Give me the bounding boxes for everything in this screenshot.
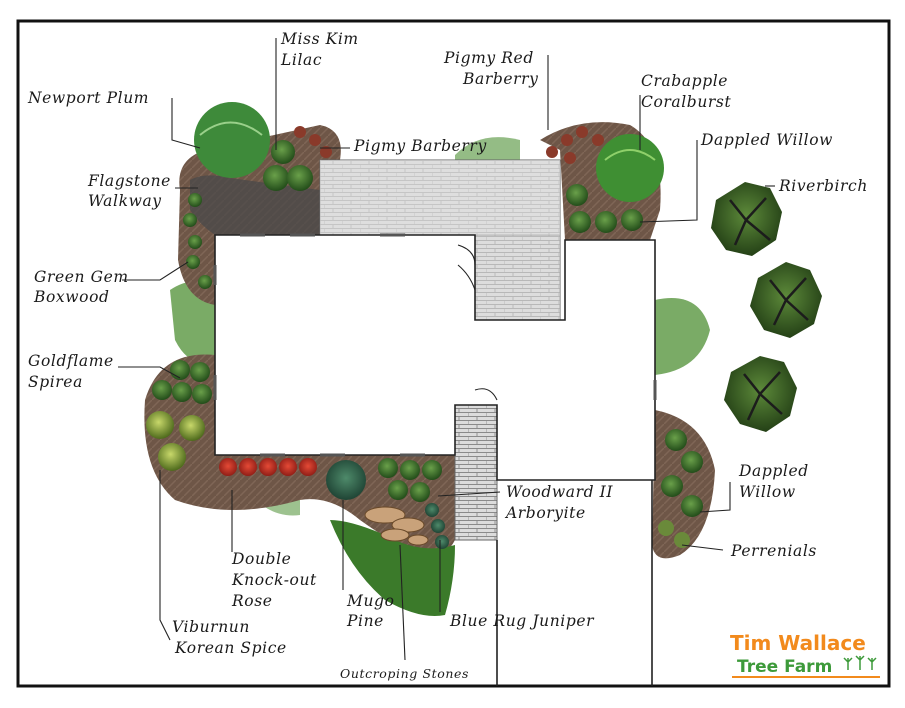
perennial-shrubs	[658, 520, 690, 548]
label-dappled-willow-top: Dappled Willow	[700, 131, 833, 149]
label-blue-rug-juniper: Blue Rug Juniper	[449, 612, 595, 630]
viburnum-shrubs	[146, 411, 205, 471]
brand-title: Tim Wallace	[730, 631, 866, 655]
brick-patios	[319, 159, 561, 541]
label-outcroping-stones: Outcroping Stones	[340, 666, 469, 681]
label-double-knockout-rose: Double Knock-out Rose	[231, 550, 322, 610]
driveway	[496, 480, 653, 686]
label-mugo-pine: Mugo Pine	[346, 592, 400, 630]
label-goldflame-spirea: Goldflame Spirea	[28, 352, 119, 391]
dappled-willow-shrubs-right	[661, 429, 703, 517]
label-crabapple-coralburst: Crabapple Coralburst	[641, 72, 734, 111]
knockout-rose-shrubs	[219, 458, 317, 476]
lilac-shrubs	[263, 140, 313, 191]
label-pigmy-red-barberry: Pigmy Red Barberry	[443, 49, 539, 88]
label-riverbirch: Riverbirch	[778, 177, 868, 195]
house-windows	[213, 233, 657, 457]
label-woodward-arborvite: Woodward II Arboryite	[504, 483, 619, 522]
label-miss-kim-lilac: Miss Kim Lilac	[280, 30, 364, 69]
mugo-pine-shrub	[326, 460, 366, 500]
label-green-gem-boxwood: Green Gem Boxwood	[33, 268, 134, 306]
riverbirch-trees	[711, 182, 822, 432]
brand-subtitle: Tree Farm	[737, 657, 832, 677]
house-footprint	[214, 234, 656, 481]
label-leaders	[118, 38, 775, 661]
flagstone-walkway	[190, 175, 320, 235]
brand-logo: Tim Wallace Tree Farm	[730, 631, 880, 678]
sapling-icon	[843, 655, 877, 670]
crabapple-tree	[596, 134, 664, 202]
label-dappled-willow-right: Dappled Willow	[738, 462, 814, 501]
label-perrenials: Perrenials	[730, 542, 817, 560]
label-pigmy-barberry: Pigmy Barberry	[353, 137, 487, 155]
label-newport-plum: Newport Plum	[27, 89, 149, 107]
label-flagstone-walkway: Flagstone Walkway	[87, 172, 176, 210]
arborvite-shrubs	[425, 503, 449, 549]
outcropping-stones	[364, 506, 429, 546]
pigmy-barberry-shrubs	[294, 126, 604, 164]
front-shrubs	[378, 458, 442, 502]
dappled-willow-shrubs-top	[566, 184, 643, 233]
house-doors	[457, 244, 498, 401]
boxwood-shrubs	[183, 193, 212, 289]
newport-plum-tree	[194, 102, 270, 178]
label-viburnum: Viburnun Korean Spice	[172, 618, 287, 657]
